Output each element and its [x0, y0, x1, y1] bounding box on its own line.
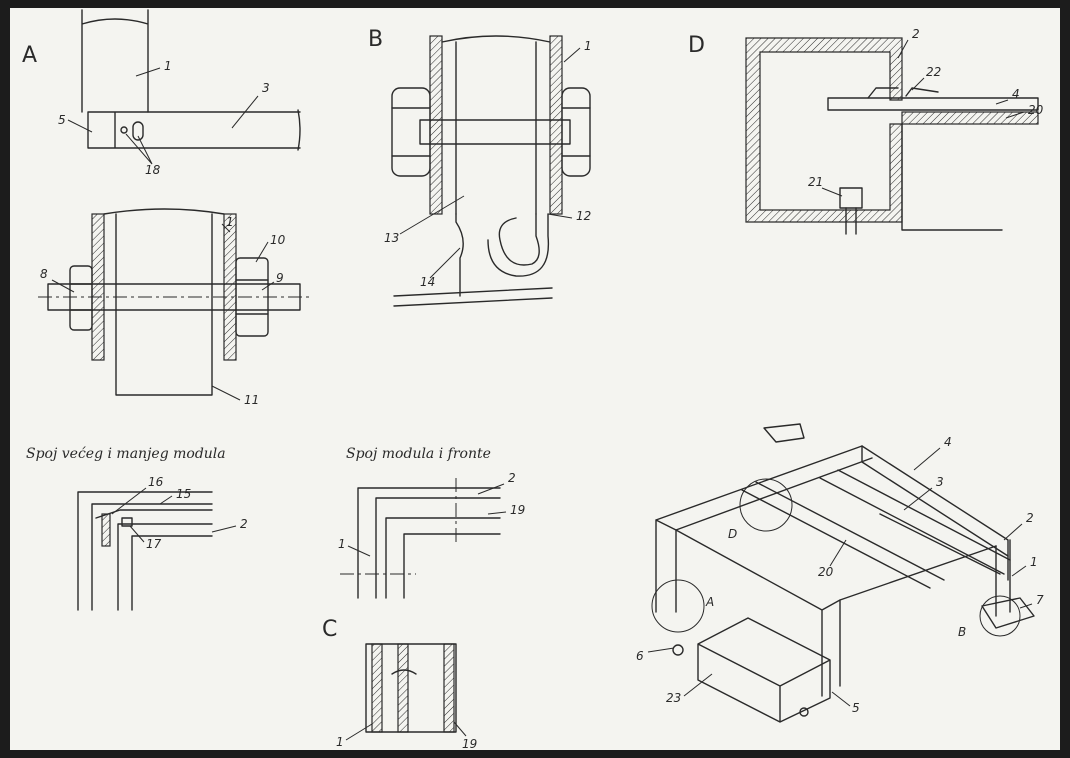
label-c-1: 1: [336, 735, 344, 749]
label-iso-20: 20: [818, 565, 834, 579]
label-front-19: 19: [510, 503, 525, 517]
section-a-letter: A: [22, 43, 37, 68]
joint-large-small-module: Spoj većeg i manjeg modula 15 16 17 2: [26, 446, 248, 611]
label-a-8: 8: [40, 267, 48, 281]
label-a-18: 18: [145, 163, 161, 177]
label-iso-d: D: [728, 527, 737, 541]
label-a-1: 1: [164, 59, 172, 73]
label-a-3: 3: [262, 81, 270, 95]
label-a-bolt-1: 1: [226, 215, 234, 229]
section-d-letter: D: [688, 33, 705, 58]
joint-module-front: Spoj modula i fronte 2 19 1: [338, 446, 525, 599]
label-c-19: 19: [462, 737, 477, 751]
label-a-10: 10: [270, 233, 286, 247]
label-iso-4: 4: [944, 435, 952, 449]
joint-module-front-title: Spoj modula i fronte: [346, 446, 491, 462]
label-d-20: 20: [1028, 103, 1044, 117]
paper: [10, 8, 1060, 750]
label-front-2: 2: [508, 471, 516, 485]
label-joint-17: 17: [146, 537, 162, 551]
section-b-hook-view: B 1 13 12 14: [368, 27, 592, 307]
label-d-21: 21: [808, 175, 823, 189]
label-joint-16: 16: [148, 475, 164, 489]
label-joint-15: 15: [176, 487, 191, 501]
section-b-letter: B: [368, 27, 383, 52]
label-iso-7: 7: [1036, 593, 1044, 607]
label-iso-b: B: [958, 625, 966, 639]
label-front-1: 1: [338, 537, 346, 551]
label-iso-6: 6: [636, 649, 644, 663]
joint-large-small-title: Spoj većeg i manjeg modula: [26, 446, 226, 462]
label-iso-23: 23: [666, 691, 681, 705]
label-d-22: 22: [926, 65, 941, 79]
section-d-detail: D 2 22 4 20 21: [688, 27, 1044, 235]
label-a-5: 5: [58, 113, 66, 127]
label-a-9: 9: [276, 271, 284, 285]
label-iso-2: 2: [1026, 511, 1034, 525]
label-iso-1: 1: [1030, 555, 1038, 569]
section-a-bolted-view: 1 10 8 9 11: [38, 208, 312, 407]
section-c-letter: C: [322, 617, 337, 642]
label-joint-2: 2: [240, 517, 248, 531]
label-b-13: 13: [384, 231, 399, 245]
label-b-1: 1: [584, 39, 592, 53]
label-b-12: 12: [576, 209, 591, 223]
label-d-4: 4: [1012, 87, 1020, 101]
isometric-frame-view: 4 3 2 1 7 B 20 D A 6 23 5: [636, 423, 1044, 723]
label-d-2: 2: [912, 27, 920, 41]
label-iso-a: A: [705, 595, 714, 609]
label-a-11: 11: [244, 393, 259, 407]
label-iso-3: 3: [936, 475, 944, 489]
label-iso-5: 5: [852, 701, 860, 715]
section-c-detail: C 1 19: [322, 617, 477, 751]
label-b-14: 14: [420, 275, 435, 289]
section-a-top-view: A 1 3 5 18: [22, 9, 301, 177]
